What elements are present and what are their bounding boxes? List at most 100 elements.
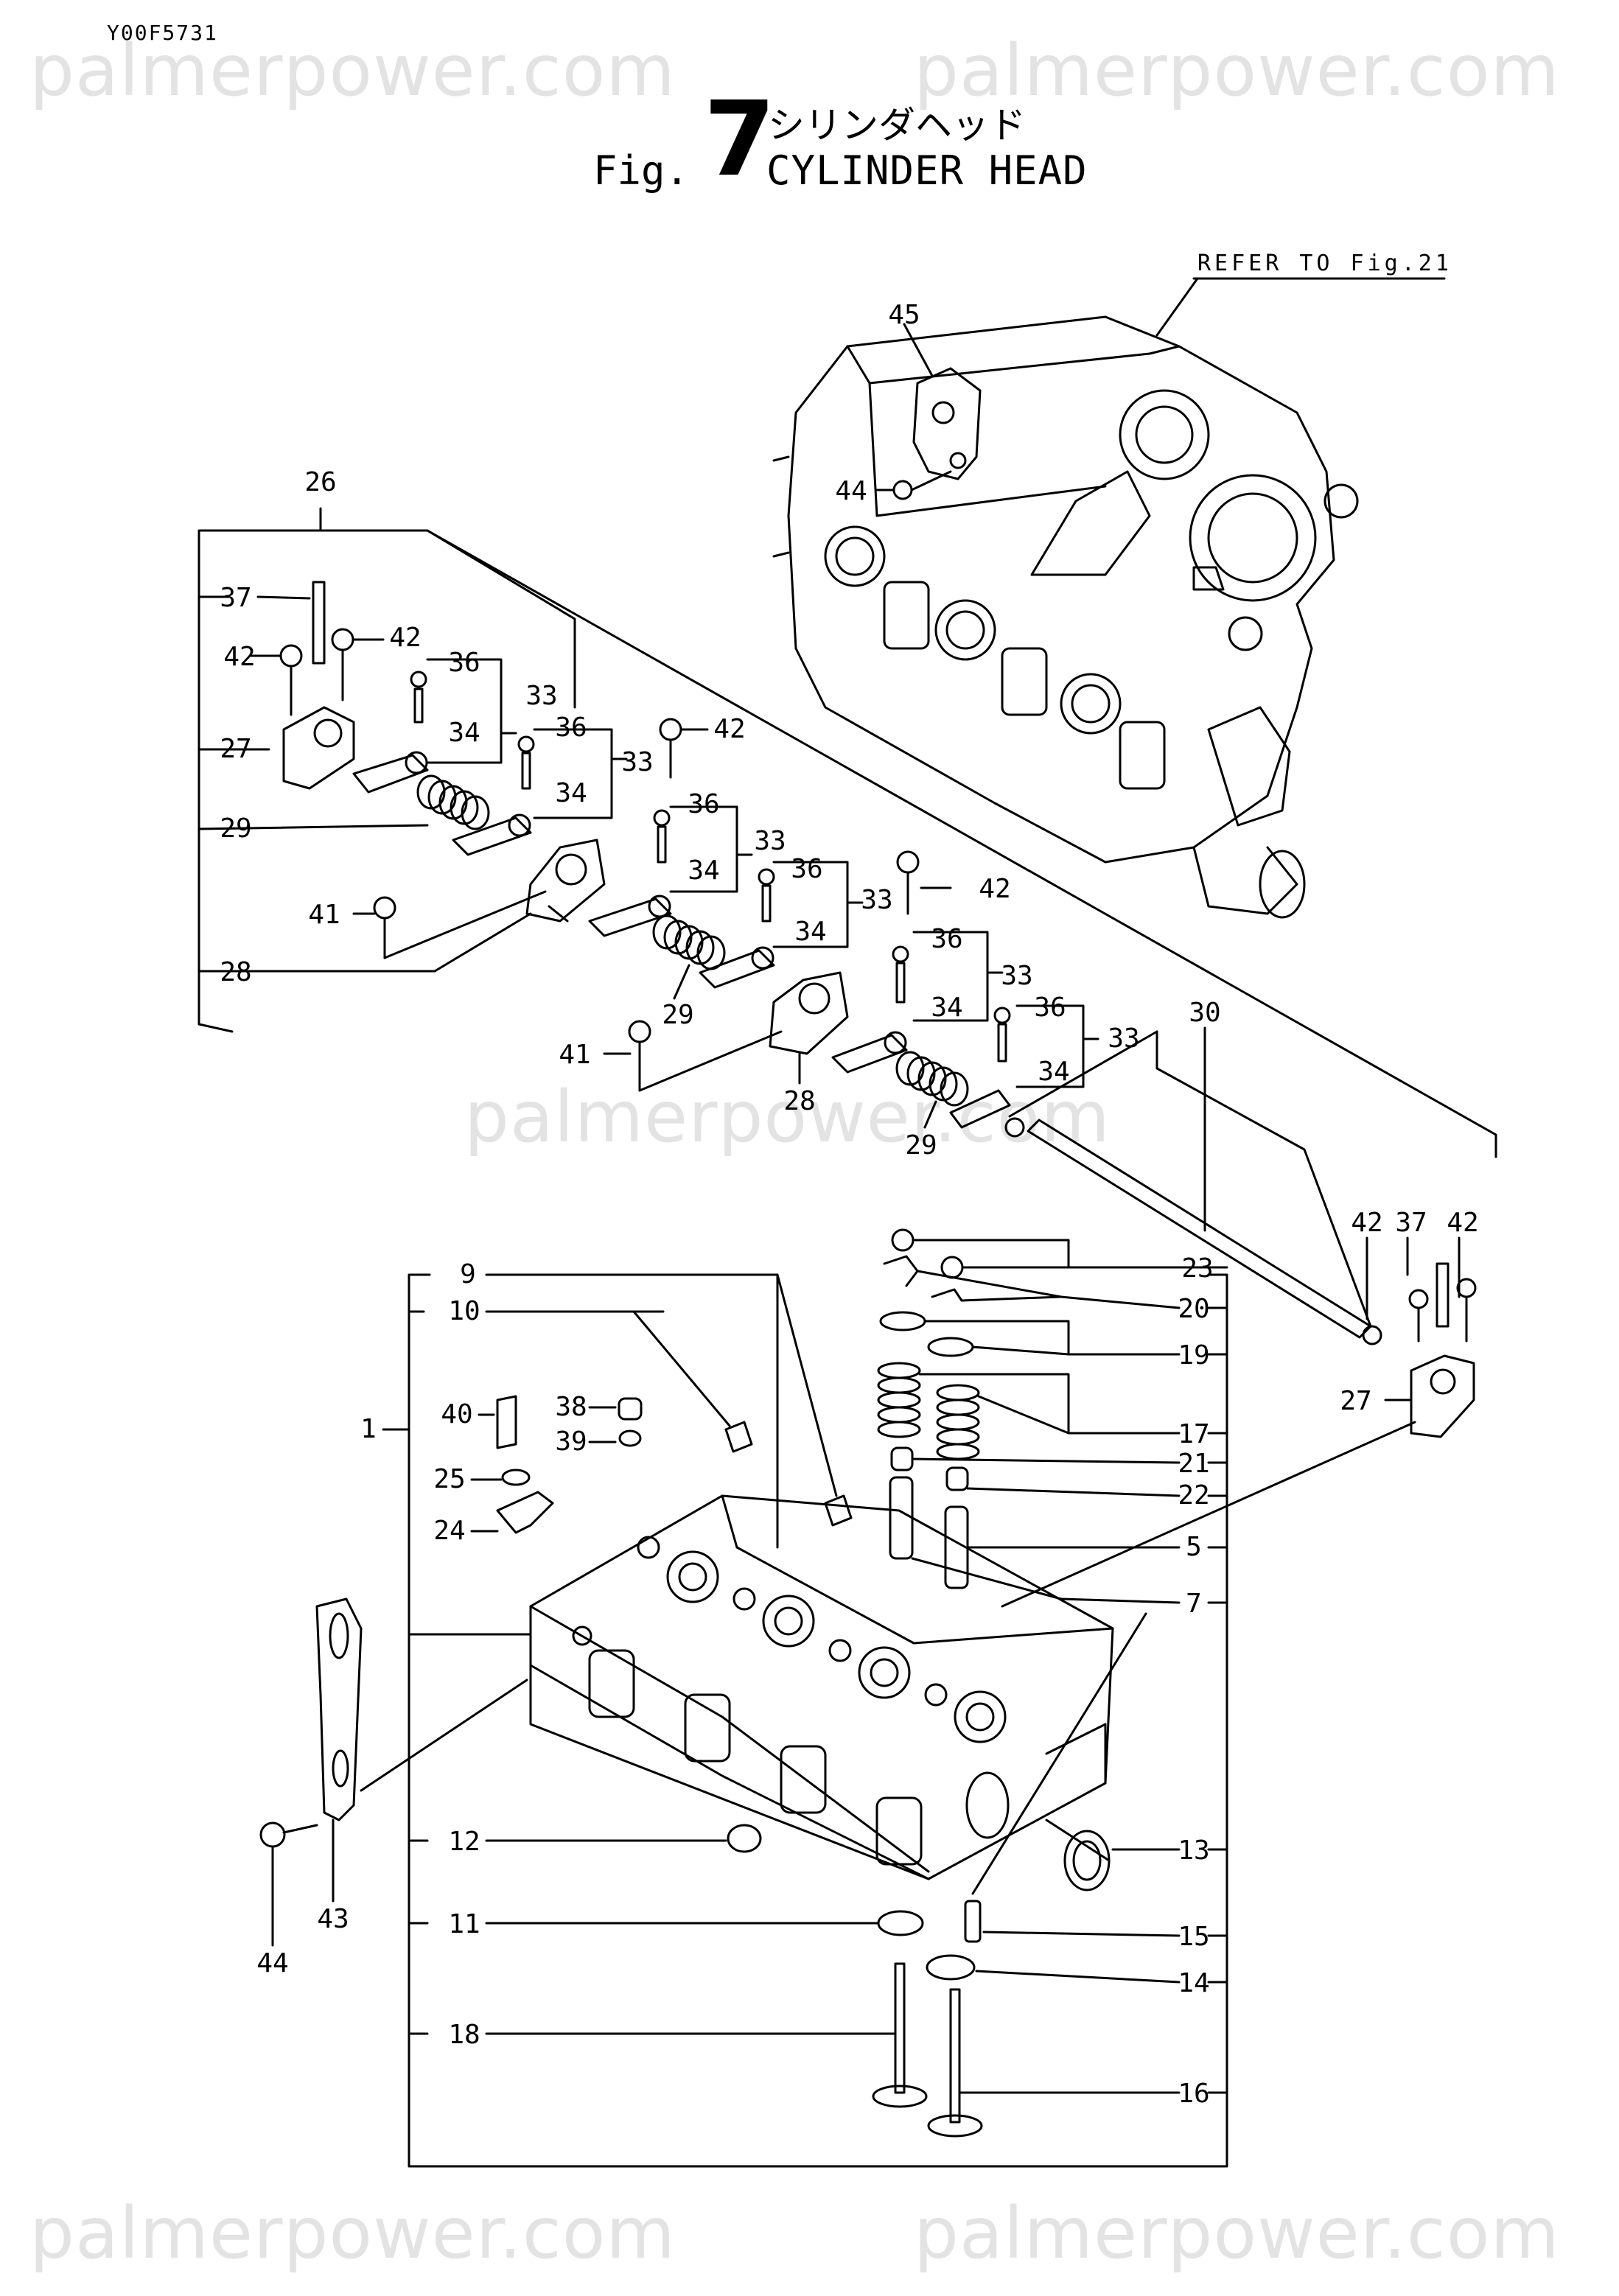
callout-33: 33	[754, 826, 786, 856]
valve-spring-17b	[936, 1384, 980, 1460]
callout-36: 36	[931, 924, 963, 954]
bolt-41-upper	[373, 896, 396, 920]
stem-seal-22	[945, 1466, 969, 1491]
leader-10	[485, 1310, 731, 1427]
callout-41: 41	[308, 900, 340, 930]
callout-39: 39	[555, 1427, 587, 1457]
rocker-arm-5	[831, 1034, 908, 1074]
seal-12	[727, 1824, 762, 1853]
callout-14: 14	[1178, 1968, 1210, 1998]
frame-line-26	[319, 529, 1497, 1158]
bracket-33b	[533, 728, 613, 819]
callout-34: 34	[1038, 1057, 1070, 1087]
cylinder-head-body	[529, 1494, 1114, 1880]
rocker-support-27-upper	[282, 706, 355, 790]
plug-9	[824, 1494, 853, 1527]
bracket-33d	[772, 861, 849, 948]
callout-18: 18	[448, 2020, 480, 2050]
callout-34: 34	[688, 855, 720, 886]
retainer-19b	[927, 1337, 974, 1357]
nut-36f	[993, 1007, 1011, 1024]
bracket-33f	[1015, 1004, 1085, 1088]
rocker-support-28-upper	[525, 839, 606, 923]
callout-36: 36	[791, 854, 823, 884]
callout-43: 43	[317, 1904, 349, 1934]
watermark-top-right: palmerpower.com	[914, 29, 1560, 112]
callout-29: 29	[220, 813, 252, 844]
callout-36: 36	[448, 648, 480, 678]
callout-29: 29	[905, 1130, 937, 1161]
callout-21: 21	[1178, 1449, 1210, 1479]
watermark-center: palmerpower.com	[464, 1076, 1111, 1158]
rocker-arm-1	[352, 754, 429, 794]
rocker-spring-29c	[895, 1051, 969, 1107]
callout-36: 36	[688, 789, 720, 819]
figure-number: 7	[704, 80, 776, 200]
callout-24: 24	[433, 1516, 466, 1546]
keeper-23a	[891, 1228, 915, 1252]
nut-36a	[410, 671, 427, 688]
watermark-bottom-left: palmerpower.com	[29, 2192, 676, 2275]
plug-10	[724, 1421, 753, 1453]
rocker-spring-29a	[416, 774, 490, 830]
bolt-42-right	[331, 628, 354, 651]
callout-42: 42	[1447, 1208, 1479, 1238]
screw-34a	[413, 687, 424, 724]
leader-45	[903, 323, 934, 377]
stem-seal-21	[890, 1446, 914, 1471]
leader-9	[485, 1273, 779, 1549]
callout-26: 26	[304, 467, 337, 497]
figure-prefix: Fig.	[593, 147, 690, 194]
callout-28: 28	[783, 1086, 816, 1116]
nut-36b	[517, 735, 535, 753]
callout-44-lower: 44	[256, 1948, 289, 1978]
bolt-42-r1	[1408, 1289, 1429, 1309]
retainer-19a	[879, 1311, 926, 1331]
callout-42: 42	[1351, 1208, 1383, 1238]
callout-9: 9	[460, 1259, 476, 1289]
callout-29: 29	[662, 1000, 694, 1030]
callout-44-upper: 44	[835, 476, 867, 506]
callout-19: 19	[1178, 1340, 1210, 1371]
callout-37: 37	[220, 583, 252, 613]
bracket-1	[408, 1273, 1228, 2168]
document-code: Y00F5731	[107, 21, 218, 45]
screw-34f	[997, 1023, 1007, 1063]
bracket-33e	[912, 931, 989, 1022]
watermark-top-left: palmerpower.com	[29, 29, 676, 112]
pin-15	[964, 1900, 982, 1943]
callout-28: 28	[220, 957, 252, 987]
bolt-42-right-mid	[896, 850, 920, 874]
callout-42: 42	[979, 874, 1011, 904]
gear-case-assembly	[772, 315, 1359, 919]
seat-11	[877, 1910, 924, 1936]
callout-34: 34	[794, 917, 827, 947]
screw-34e	[895, 962, 906, 1004]
bolt-42-left	[279, 644, 303, 668]
callout-45: 45	[888, 300, 920, 330]
seal-13	[1063, 1830, 1111, 1891]
nut-36c	[653, 809, 671, 827]
bolt-44-upper	[892, 480, 913, 500]
valve-16	[949, 1988, 961, 2124]
callout-27: 27	[220, 734, 252, 764]
figure-title-japanese: シリンダヘッド	[768, 104, 1026, 147]
stud-37	[312, 581, 326, 665]
screw-34c	[657, 825, 667, 864]
rocker-arm-6	[949, 1089, 1011, 1129]
callout-22: 22	[1178, 1480, 1210, 1511]
callout-41: 41	[559, 1040, 591, 1070]
callout-33: 33	[1108, 1023, 1140, 1054]
reference-leader	[1155, 277, 1199, 337]
callout-36: 36	[555, 713, 587, 743]
keeper-23b	[940, 1256, 964, 1279]
valve-18	[894, 1962, 906, 2094]
lifting-eye-43	[315, 1597, 363, 1821]
rocker-support-28-lower	[769, 971, 849, 1055]
bracket-24	[496, 1491, 554, 1534]
rocker-arm-3	[588, 897, 672, 937]
callout-17: 17	[1178, 1419, 1210, 1449]
rocker-arm-2	[452, 816, 532, 856]
